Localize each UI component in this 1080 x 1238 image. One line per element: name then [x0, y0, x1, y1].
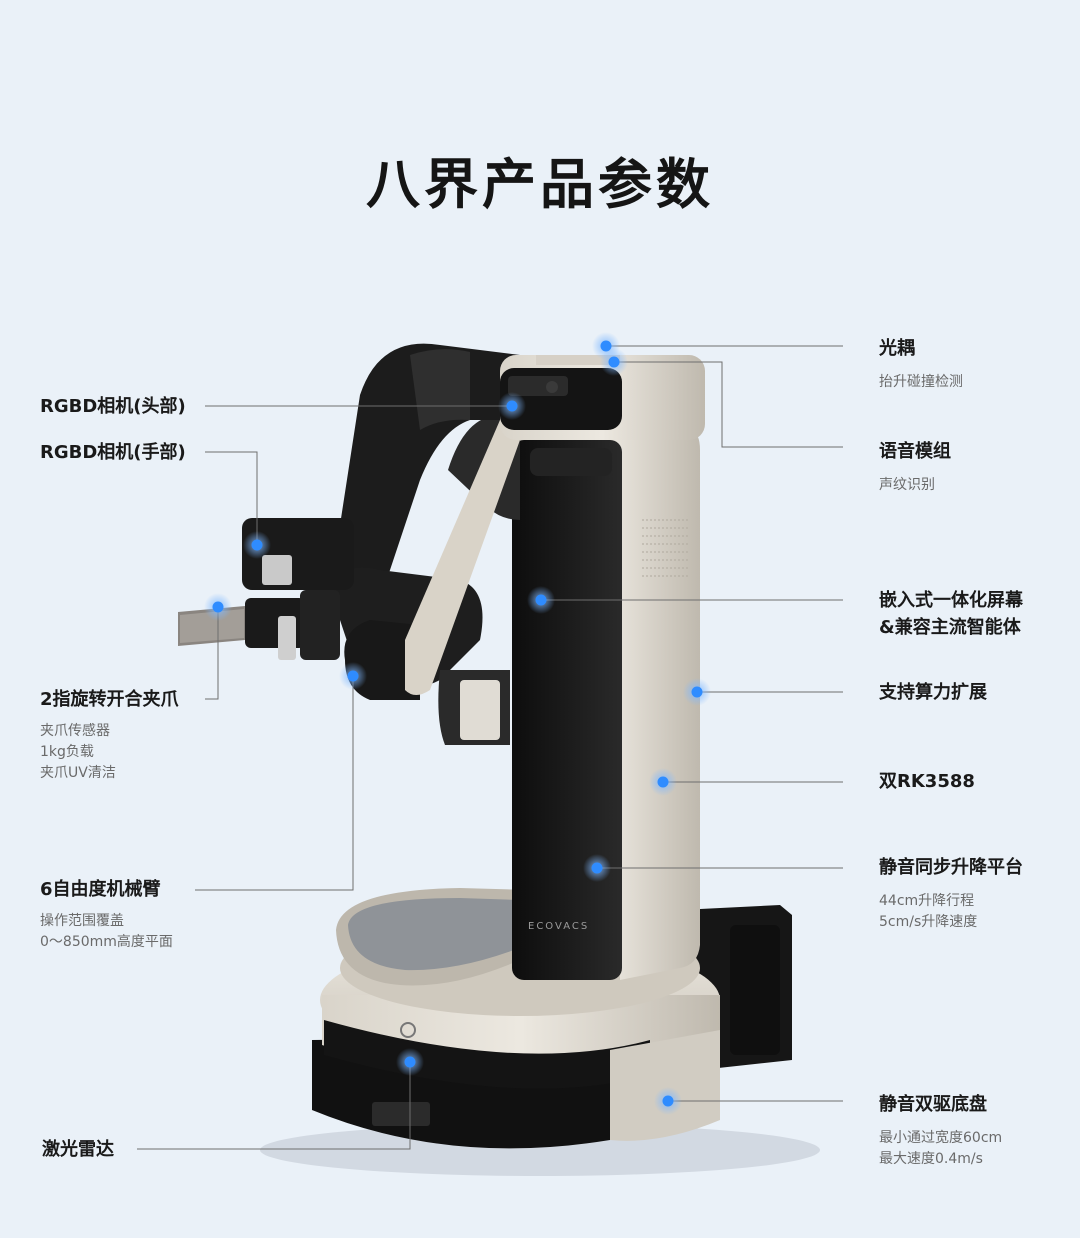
marker-gripper: [204, 593, 232, 621]
feature-name: 支持算力扩展: [879, 682, 987, 703]
feature-compute: 支持算力扩展: [879, 679, 987, 706]
feature-gripper: 2指旋转开合夹爪 夹爪传感器 1kg负载 夹爪UV清洁: [40, 686, 179, 784]
feature-screen: 嵌入式一体化屏幕 &兼容主流智能体: [879, 587, 1023, 641]
feature-detail: 0～850mm高度平面: [40, 934, 173, 950]
feature-name: 2指旋转开合夹爪: [40, 689, 179, 710]
feature-detail: 1kg负载: [40, 744, 94, 760]
feature-name: RGBD相机(头部): [40, 396, 186, 417]
robot-head: [500, 355, 705, 440]
feature-detail: 抬升碰撞检测: [879, 374, 963, 390]
feature-detail: 夹爪传感器: [40, 723, 110, 739]
feature-optocoupler: 光耦 抬升碰撞检测: [879, 335, 963, 393]
leader-lines: [137, 345, 843, 1150]
feature-arm: 6自由度机械臂 操作范围覆盖 0～850mm高度平面: [40, 876, 173, 953]
marker-head-camera: [498, 392, 526, 420]
feature-detail: 夹爪UV清洁: [40, 765, 116, 781]
feature-detail: 最小通过宽度60cm: [879, 1130, 1003, 1146]
brand-text: ECOVACS: [528, 921, 589, 932]
feature-detail: 最大速度0.4m/s: [879, 1151, 983, 1167]
feature-detail: 操作范围覆盖: [40, 913, 124, 929]
feature-name-line2: &兼容主流智能体: [879, 617, 1021, 638]
robot-arm: [330, 343, 520, 745]
feature-name: 双RK3588: [879, 771, 975, 792]
feature-detail: 5cm/s升降速度: [879, 914, 978, 930]
marker-lidar: [396, 1048, 424, 1076]
feature-name: RGBD相机(手部): [40, 442, 186, 463]
main-column: ECOVACS: [512, 430, 700, 980]
marker-screen: [527, 586, 555, 614]
feature-detail: 声纹识别: [879, 477, 935, 493]
page-title: 八界产品参数: [366, 153, 714, 216]
marker-chassis: [654, 1087, 682, 1115]
feature-lidar: 激光雷达: [42, 1136, 114, 1163]
feature-name: 6自由度机械臂: [40, 879, 161, 900]
feature-detail: 44cm升降行程: [879, 893, 975, 909]
feature-voice: 语音模组 声纹识别: [879, 438, 951, 496]
marker-arm: [339, 662, 367, 690]
feature-hand-camera: RGBD相机(手部): [40, 439, 186, 466]
gripper: [178, 590, 340, 660]
feature-chassis: 静音双驱底盘 最小通过宽度60cm 最大速度0.4m/s: [879, 1091, 1002, 1170]
feature-name: 静音双驱底盘: [879, 1094, 987, 1115]
marker-compute: [683, 678, 711, 706]
hand-camera: [242, 518, 354, 590]
feature-name: 静音同步升降平台: [879, 857, 1023, 878]
feature-name: 激光雷达: [42, 1139, 114, 1160]
feature-name: 语音模组: [879, 441, 951, 462]
feature-name: 嵌入式一体化屏幕: [879, 590, 1023, 611]
feature-head-camera: RGBD相机(头部): [40, 393, 186, 420]
feature-markers: [204, 332, 711, 1115]
feature-chip: 双RK3588: [879, 768, 975, 795]
feature-lift: 静音同步升降平台 44cm升降行程 5cm/s升降速度: [879, 854, 1023, 933]
feature-name: 光耦: [879, 338, 915, 359]
marker-voice: [600, 348, 628, 376]
marker-hand-camera: [243, 531, 271, 559]
marker-chip: [649, 768, 677, 796]
marker-lift: [583, 854, 611, 882]
